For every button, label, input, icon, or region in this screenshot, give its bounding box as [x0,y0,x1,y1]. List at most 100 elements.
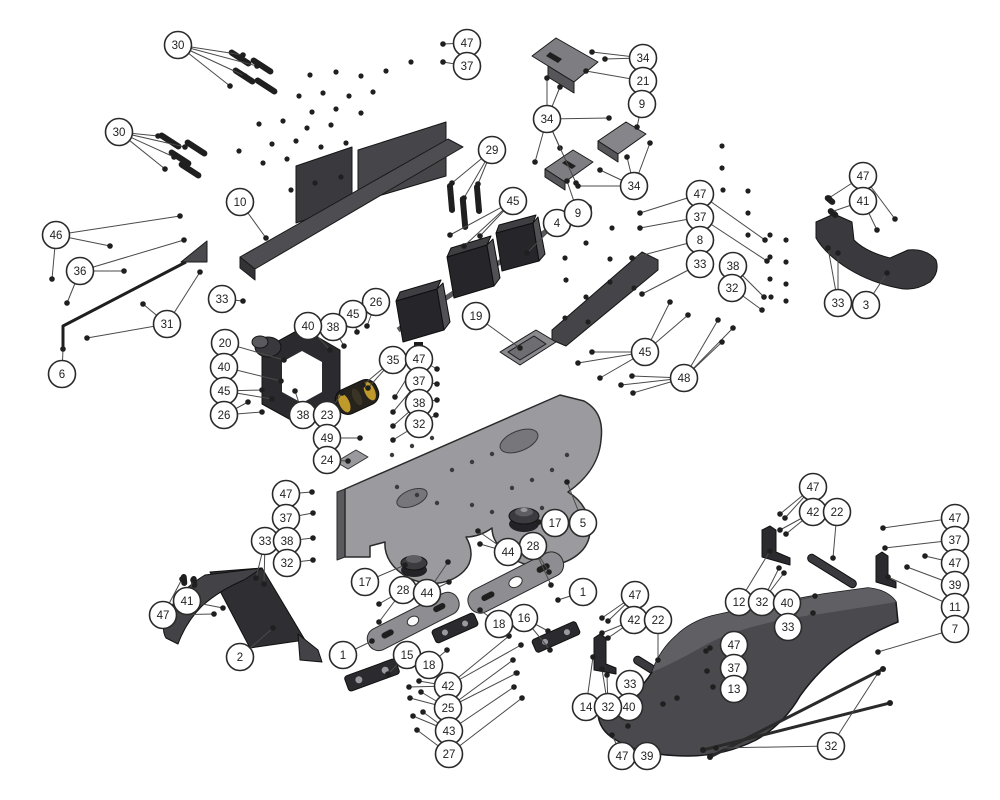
fastener-dot [461,195,467,201]
leader-line [448,697,523,755]
fastener-dot [270,625,276,631]
balloon-circle [717,273,747,303]
bolt-head-dot [328,122,334,128]
fastener-dot [777,511,783,517]
balloon-circle [172,586,202,616]
balloon-number: 45 [507,196,520,208]
callout-balloon-44: 44 [412,578,442,608]
fastener-dot [719,339,725,345]
fastener-dot [767,548,773,554]
balloon-number: 14 [580,702,593,714]
fastener-dot [812,593,818,599]
balloon-number: 2 [237,652,243,664]
callout-balloon-34: 34 [532,104,562,134]
fastener-dot [880,525,886,531]
bolt-head-dot [304,125,310,131]
deck-hole [394,484,400,490]
callout-balloon-32: 32 [272,548,302,578]
fastener-dot [310,557,316,563]
balloon-number: 45 [347,309,360,321]
callout-balloon-37: 37 [452,51,482,81]
balloon-number: 47 [616,751,629,763]
fastener-dot [605,618,611,624]
fastener-dot [414,727,420,733]
balloon-number: 21 [637,76,650,88]
balloon-number: 46 [50,230,63,242]
balloon-number: 1 [580,587,586,599]
bolt-head-dot [236,148,242,154]
callout-balloon-48: 48 [669,363,699,393]
fastener-dot [369,638,375,644]
fastener-dot [703,648,709,654]
fastener-dot [606,115,612,121]
bolt-capsule [168,149,192,167]
callout-balloon-45: 45 [209,376,239,406]
balloon-circle [532,104,562,134]
callout-balloon-1: 1 [568,577,598,607]
callout-balloon-29: 29 [477,135,507,165]
balloon-number: 37 [413,376,426,388]
fastener-dot [655,657,661,663]
callout-balloon-24: 24 [312,445,342,475]
balloon-number: 38 [297,410,310,422]
balloon-number: 26 [218,410,231,422]
fastener-dot [445,559,451,565]
balloon-number: 28 [397,585,410,597]
callout-balloon-38: 38 [318,312,348,342]
fastener-dot [211,611,217,617]
bolt-head-dot [783,281,789,287]
callout-balloon-33: 33 [773,612,803,642]
balloon-number: 32 [602,702,615,714]
fastener-dot [447,232,453,238]
balloon-number: 35 [387,355,400,367]
fastener-dot [630,390,636,396]
leader-line [715,745,832,749]
callout-balloon-46: 46 [41,220,71,250]
deck-part [336,394,603,585]
balloon-number: 39 [641,751,654,763]
balloon-number: 42 [628,615,641,627]
fastener-dot [390,423,396,429]
fastener-dot [190,577,196,583]
deck-hole [489,451,495,457]
balloon-number: 47 [629,590,642,602]
fastener-dot [475,181,481,187]
fastener-dot [704,668,710,674]
callout-balloon-33: 33 [823,288,853,318]
callout-balloon-47: 47 [940,548,970,578]
callout-balloon-33: 33 [207,284,237,314]
balloon-number: 45 [218,386,231,398]
callout-balloon-40: 40 [293,311,323,341]
fastener-dot [444,647,450,653]
bolt-head-dot [783,237,789,243]
balloon-number: 32 [756,597,769,609]
fastener-dot [269,396,275,402]
fastener-dot [461,243,467,249]
balloon-circle [209,400,239,430]
balloon-circle [568,508,598,538]
bolt-head-dot [318,144,324,150]
fastener-dot [511,684,517,690]
balloon-circle [498,186,528,216]
shield-plate-part [499,329,557,366]
cover-plate-21-part [531,37,599,94]
fastener-dot [341,343,347,349]
angle-bracket-12-part [761,525,791,566]
balloon-circle [350,567,380,597]
balloon-number: 27 [443,749,456,761]
fastener-dot [830,555,836,561]
callout-balloon-47: 47 [848,161,878,191]
fastener-dot [64,300,70,306]
deck-hole [509,485,515,491]
fastener-dot [406,684,412,690]
deck-hole [429,435,435,441]
bolt-capsule [178,161,202,179]
bolt-head-dot [296,93,302,99]
balloon-number: 16 [518,613,531,625]
fastener-dot [510,657,516,663]
fastener-dot [776,565,782,571]
fastener-dot [904,564,910,570]
deck-hole [409,443,415,449]
bolt-head-dot [307,72,313,78]
fastener-dot [60,346,66,352]
